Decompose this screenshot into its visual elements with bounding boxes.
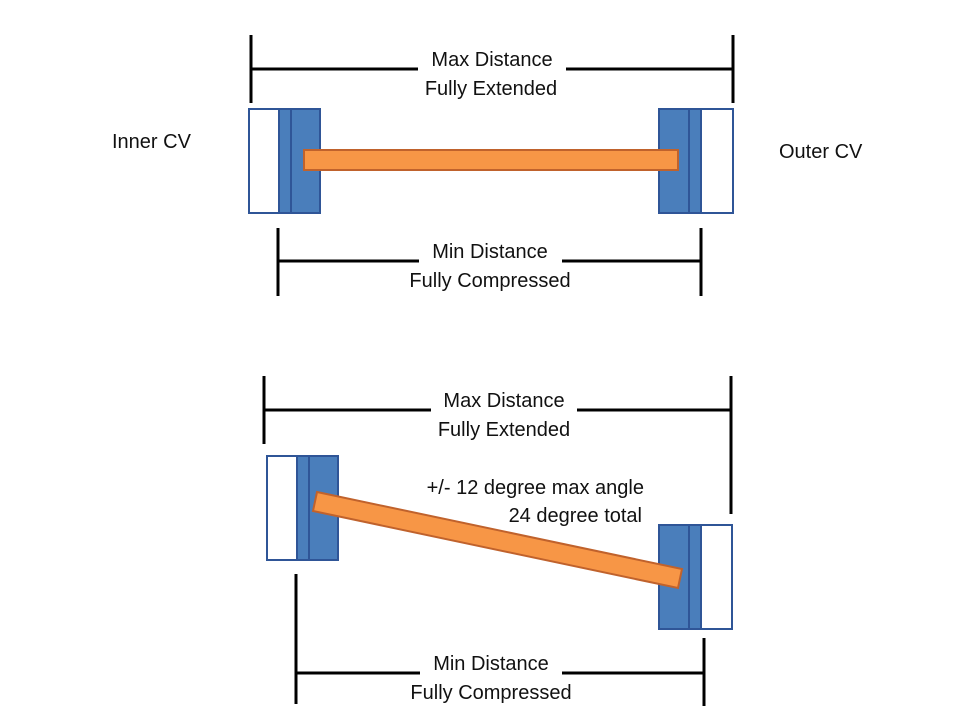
top-min-dimension: Min Distance Fully Compressed: [276, 228, 703, 296]
bottom-max-label-line2: Fully Extended: [438, 419, 570, 441]
bottom-max-label-line1: Max Distance: [443, 390, 564, 412]
top-outer-cv-body: [658, 108, 702, 214]
bottom-inner-cv-outer-housing: [266, 455, 298, 561]
top-axle-shaft: [303, 149, 679, 171]
bottom-inner-cv-joint: [266, 455, 339, 561]
angle-label-line1: +/- 12 degree max angle: [427, 477, 644, 499]
bottom-outer-cv-outer-housing: [700, 524, 733, 630]
top-min-label-line2: Fully Compressed: [409, 270, 570, 292]
top-inner-cv-joint: [248, 108, 321, 214]
bottom-min-label-line2: Fully Compressed: [410, 682, 571, 704]
top-min-label-line1: Min Distance: [432, 241, 548, 263]
inner-cv-label: Inner CV: [112, 131, 192, 153]
top-diagram: Max Distance Fully Extended Inner CV Out…: [112, 35, 863, 296]
bottom-min-dimension: Min Distance Fully Compressed: [294, 574, 706, 706]
bottom-axle-shaft: [311, 490, 684, 590]
outer-cv-label: Outer CV: [779, 141, 863, 163]
top-max-label-line2: Fully Extended: [425, 78, 557, 100]
top-outer-cv-joint: [658, 108, 734, 214]
top-max-dimension: Max Distance Fully Extended: [249, 35, 735, 103]
top-max-label-line1: Max Distance: [431, 49, 552, 71]
angle-label-line2: 24 degree total: [509, 505, 642, 527]
bottom-max-dimension: Max Distance Fully Extended: [262, 376, 733, 514]
top-inner-cv-outer-housing: [248, 108, 280, 214]
top-outer-cv-outer-housing: [700, 108, 734, 214]
bottom-diagram: Max Distance Fully Extended +/- 12 degre…: [262, 376, 733, 706]
bottom-min-label-line1: Min Distance: [433, 653, 549, 675]
